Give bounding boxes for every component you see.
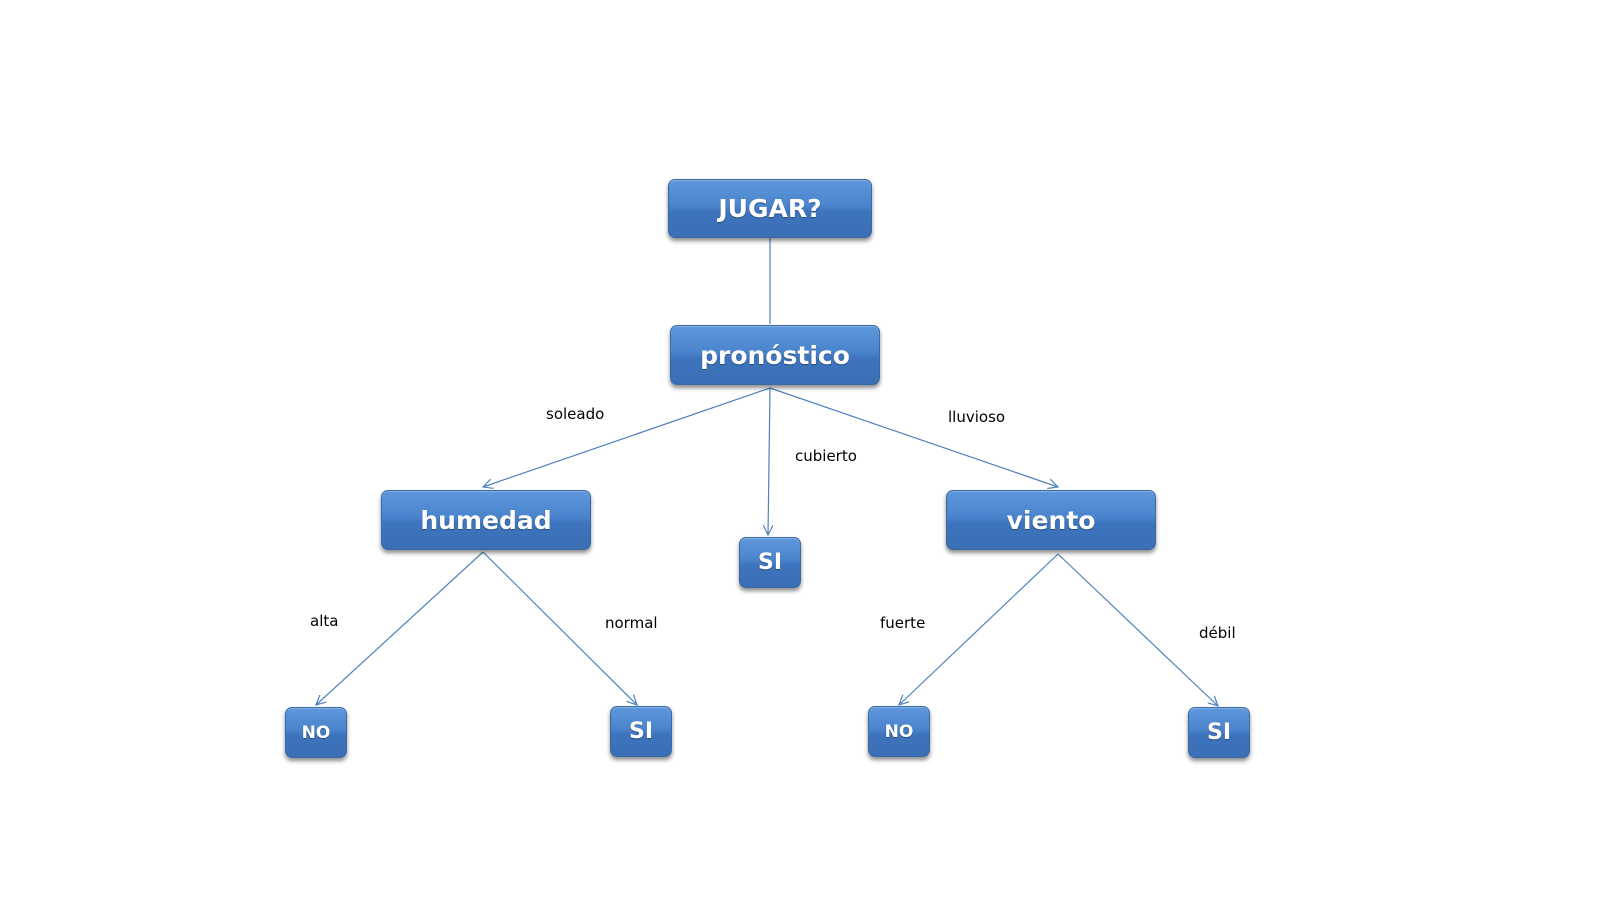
edge-soleado: [483, 387, 771, 487]
humedad-alta-leaf-no: NO: [285, 707, 347, 758]
edge-lluvioso: [769, 387, 1058, 487]
edge-label-fuerte: fuerte: [880, 614, 926, 632]
edge-label-soleado: soleado: [546, 405, 605, 423]
viento-node: viento: [946, 490, 1156, 550]
edge-label-normal: normal: [605, 614, 658, 632]
humedad-normal-leaf-si: SI: [610, 706, 672, 757]
viento-fuerte-leaf-no: NO: [868, 706, 930, 757]
cubierto-leaf-si: SI: [739, 537, 801, 588]
edge-cubierto: [768, 387, 770, 535]
edge-fuerte: [899, 553, 1059, 705]
edge-label-debil: débil: [1199, 624, 1236, 642]
edge-label-alta: alta: [310, 612, 339, 630]
root-node: JUGAR?: [668, 179, 872, 238]
edge-alta: [316, 551, 484, 705]
humedad-node: humedad: [381, 490, 591, 550]
edge-label-lluvioso: lluvioso: [948, 408, 1006, 426]
edge-debil: [1057, 553, 1218, 706]
pronostico-node: pronóstico: [670, 325, 880, 385]
edge-label-cubierto: cubierto: [795, 447, 857, 465]
viento-debil-leaf-si: SI: [1188, 707, 1250, 758]
edge-normal: [482, 551, 637, 705]
